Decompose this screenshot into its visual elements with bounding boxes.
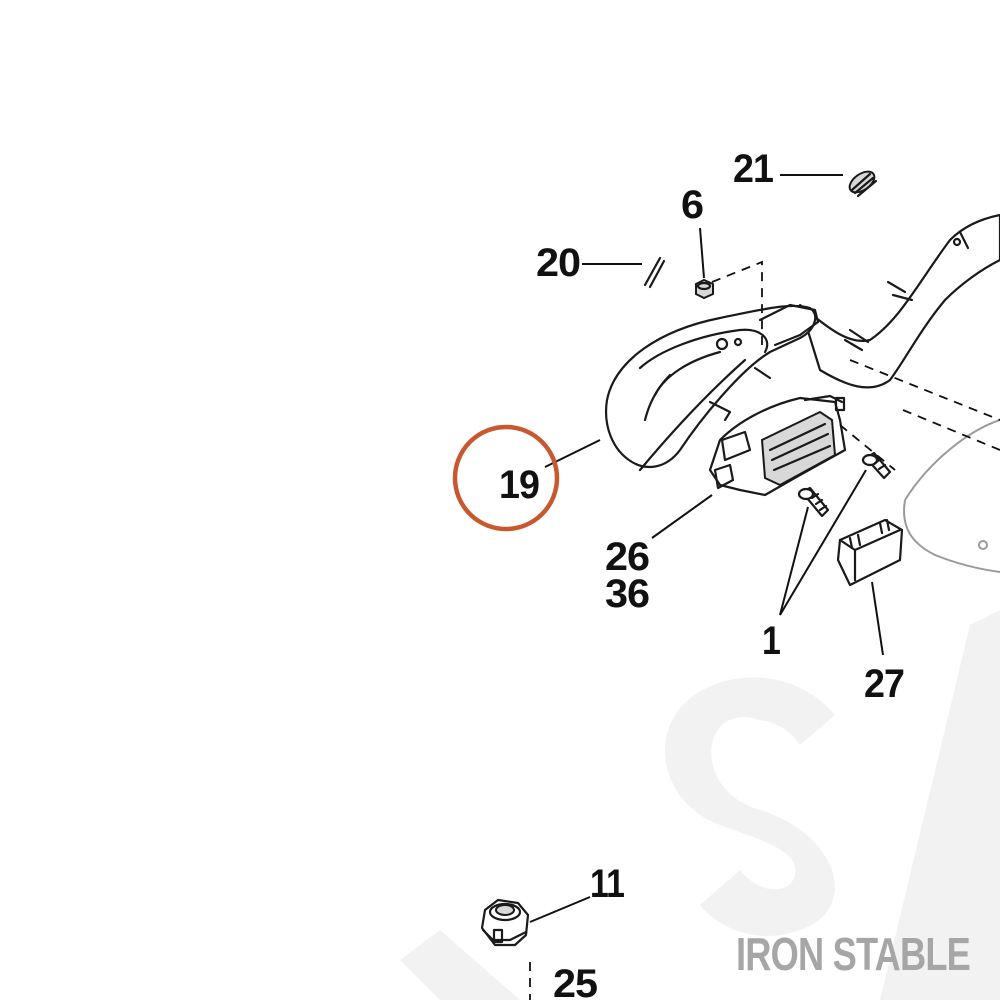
callout-20: 20 (536, 241, 580, 285)
callout-26: 26 (605, 535, 649, 579)
part-27-bracket (836, 518, 904, 587)
callout-6: 6 (681, 183, 703, 227)
part-6-nut (695, 278, 714, 300)
part-1-screws (797, 451, 892, 518)
callout-11: 11 (590, 862, 625, 906)
assembly-dashed-lines (529, 260, 1000, 1000)
callout-25: 25 (553, 962, 598, 1000)
part-21-clip (848, 170, 878, 198)
background-watermark-shapes (400, 610, 1000, 1000)
highlight-circle (452, 424, 560, 532)
callout-36: 36 (605, 572, 649, 616)
callout-19: 19 (499, 463, 539, 507)
part-19-housing (605, 303, 820, 472)
part-26-36-lamp-assembly (708, 394, 847, 497)
watermark-text: IRON STABLE (736, 928, 970, 980)
callout-21: 21 (733, 147, 774, 191)
callout-27: 27 (864, 662, 904, 706)
part-11-socket (480, 898, 530, 947)
callout-1: 1 (762, 619, 781, 663)
fender-part (798, 213, 1000, 573)
part-20-pin (643, 256, 666, 289)
callout-labels: 21 6 20 19 26 36 1 27 11 25 (499, 147, 905, 1000)
leader-lines (529, 174, 884, 923)
